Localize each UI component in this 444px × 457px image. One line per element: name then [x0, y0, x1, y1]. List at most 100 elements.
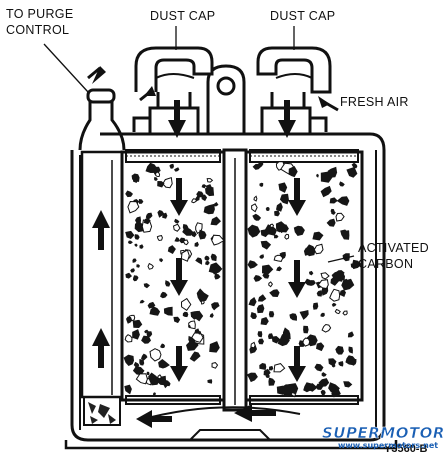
- arrow-down-right-chamber-2: [288, 260, 306, 298]
- carbon-granule: [132, 258, 137, 263]
- carbon-granule: [250, 341, 256, 349]
- label-fresh-air: FRESH AIR: [340, 95, 409, 109]
- canister-body: [64, 132, 398, 450]
- carbon-granule: [149, 348, 162, 362]
- carbon-granule: [138, 199, 144, 204]
- carbon-granule: [182, 224, 189, 231]
- carbon-granule: [196, 288, 209, 302]
- carbon-granule: [133, 361, 140, 368]
- carbon-granule: [146, 331, 153, 338]
- carbon-granule: [204, 255, 210, 261]
- carbon-granule: [209, 341, 220, 353]
- arrow-out-purge: [87, 66, 106, 84]
- carbon-granule: [252, 213, 262, 221]
- carbon-granule: [169, 163, 174, 169]
- carbon-granule: [162, 177, 173, 189]
- carbon-granule: [174, 218, 180, 224]
- carbon-granule: [201, 184, 207, 189]
- carbon-granule: [316, 290, 323, 297]
- carbon-granule: [265, 207, 270, 211]
- carbon-granule: [172, 223, 181, 232]
- carbon-granule: [339, 181, 345, 187]
- carbon-granule: [269, 365, 274, 371]
- label-activated-line2: CARBON: [358, 257, 413, 271]
- carbon-granule: [335, 345, 344, 355]
- carbon-granule: [259, 254, 264, 259]
- carbon-granule: [210, 253, 217, 262]
- arrow-fresh-air-in: [318, 96, 339, 112]
- carbon-granule: [316, 342, 325, 352]
- carbon-granule: [303, 382, 312, 393]
- carbon-granule: [209, 312, 214, 318]
- carbon-granule: [132, 319, 143, 328]
- carbon-granule: [157, 210, 165, 218]
- carbon-granule: [143, 283, 150, 289]
- carbon-granule: [282, 327, 291, 340]
- leader-activated-carbon: [327, 255, 355, 263]
- carbon-granule: [321, 372, 327, 377]
- carbon-granule: [162, 380, 170, 389]
- carbon-granule: [312, 231, 324, 241]
- carbon-granule: [198, 229, 207, 240]
- carbon-granule: [125, 230, 135, 239]
- flow-arrows: [87, 66, 339, 428]
- carbon-granule: [259, 182, 264, 187]
- carbon-granule: [190, 231, 197, 238]
- carbon-granule: [123, 354, 134, 366]
- carbon-granule: [313, 243, 324, 255]
- carbon-granule: [253, 195, 258, 202]
- carbon-granule: [124, 384, 132, 395]
- carbon-granule: [317, 279, 329, 290]
- carbon-granule: [130, 268, 135, 273]
- carbon-granule: [312, 302, 319, 310]
- carbon-granule: [136, 264, 140, 268]
- carbon-granule: [309, 270, 314, 276]
- carbon-granule: [269, 289, 280, 297]
- carbon-granule: [339, 289, 346, 297]
- carbon-granule: [180, 249, 190, 262]
- carbon-granule: [210, 216, 221, 226]
- carbon-granule: [213, 202, 219, 207]
- carbon-granule: [281, 384, 295, 397]
- carbon-granule: [260, 240, 272, 250]
- carbon-granule: [207, 379, 213, 384]
- carbon-granule: [188, 335, 194, 343]
- carbon-granule: [331, 303, 337, 307]
- carbon-granule: [314, 363, 324, 372]
- carbon-granule: [139, 359, 145, 366]
- carbon-granule: [293, 225, 305, 236]
- part-number: Y3560-B: [384, 443, 427, 455]
- carbon-granule: [276, 385, 286, 395]
- carbon-granule: [320, 272, 330, 280]
- carbon-granule: [131, 173, 140, 182]
- arrow-up-tube-upper: [92, 210, 110, 250]
- carbon-granule: [143, 217, 151, 225]
- carbon-granule: [320, 312, 325, 317]
- carbon-granule: [343, 381, 353, 388]
- carbon-granule: [134, 243, 138, 247]
- carbon-granule: [194, 328, 200, 334]
- carbon-granule: [346, 166, 358, 178]
- carbon-granule: [273, 363, 286, 373]
- carbon-granule: [259, 363, 267, 370]
- carbon-granule: [155, 171, 161, 178]
- label-dust-cap-left: DUST CAP: [150, 9, 215, 23]
- carbon-granule: [268, 377, 276, 386]
- carbon-granule: [341, 230, 350, 240]
- carbon-granule: [336, 196, 350, 206]
- carbon-granule: [191, 198, 198, 204]
- tube-filter-debris: [88, 402, 116, 424]
- label-activated-line1: ACTIVATED: [358, 241, 429, 255]
- label-to-purge-line1: TO PURGE: [6, 7, 73, 21]
- carbon-granule: [250, 312, 257, 319]
- leader-purge: [43, 43, 89, 93]
- carbon-granule: [276, 202, 283, 212]
- carbon-granule: [163, 306, 173, 316]
- carbon-granule: [278, 182, 288, 193]
- carbon-granule: [145, 162, 158, 173]
- carbon-granule: [252, 163, 262, 170]
- carbon-granule: [268, 311, 275, 318]
- carbon-granule: [268, 333, 274, 340]
- carbon-granule: [262, 264, 274, 274]
